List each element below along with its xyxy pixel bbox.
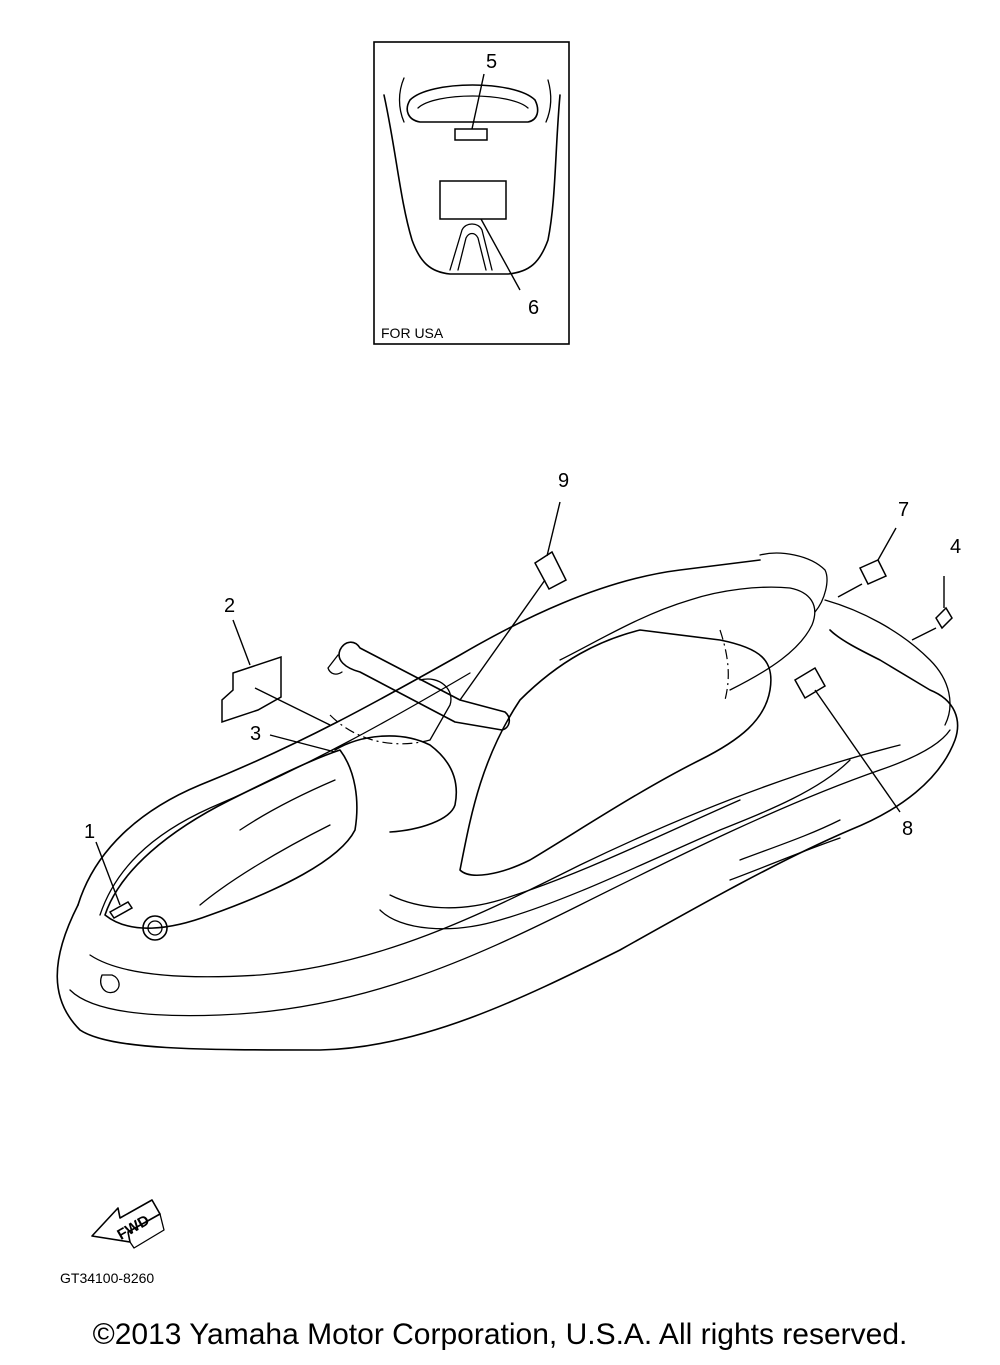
strake-2 (729, 837, 841, 881)
callout-2: 2 (224, 595, 235, 617)
fuel-cap-inner (147, 920, 163, 936)
footwell (379, 759, 851, 930)
leader-9 (546, 501, 561, 557)
inset-deck-outline (383, 94, 561, 275)
decal-2 (221, 655, 282, 724)
strake-1 (739, 819, 841, 861)
rear-platform (824, 599, 951, 726)
bow-eye (100, 974, 120, 994)
decal-9 (534, 550, 567, 591)
inset-decal-6 (439, 180, 507, 220)
leader-3 (269, 734, 336, 753)
rub-rail-1 (69, 729, 951, 1017)
callout-9: 9 (558, 470, 569, 492)
inset-rail-left (398, 77, 405, 123)
leader-2 (232, 619, 251, 666)
seat-back (759, 552, 828, 613)
inset-seat-back (406, 84, 539, 123)
diagram-code: GT34100-8260 (60, 1270, 154, 1286)
leader-4b (911, 627, 937, 641)
callout-1: 1 (84, 821, 95, 843)
decal-1 (108, 901, 134, 919)
callout-7: 7 (898, 499, 909, 521)
rub-rail-2 (89, 744, 901, 978)
callout-4: 4 (950, 536, 961, 558)
callout-3: 3 (250, 723, 261, 745)
leader-2b (254, 687, 331, 726)
footwell-inner (389, 799, 741, 909)
hood-crease-1 (199, 824, 331, 906)
copyright-notice: ©2013 Yamaha Motor Corporation, U.S.A. A… (92, 1318, 908, 1351)
fuel-cap (142, 915, 168, 941)
leader-5 (471, 73, 485, 130)
leader-8 (814, 689, 901, 813)
bow-hood (104, 749, 358, 929)
seat (459, 629, 772, 876)
decals: 1 2 3 4 7 8 9 (84, 470, 961, 919)
inset-seat-inner (417, 95, 529, 109)
callout-5: 5 (486, 51, 497, 73)
watercraft-illustration (56, 552, 959, 1051)
hull-outline (56, 629, 959, 1051)
deck-edge-inner (99, 672, 471, 916)
leader-1 (95, 841, 121, 906)
fwd-arrow-outline (91, 1199, 161, 1243)
inset-panel: 5 6 FOR USA (373, 41, 570, 345)
deck-edge (77, 559, 761, 906)
hood-crease-2 (239, 779, 336, 831)
callout-8: 8 (902, 818, 913, 840)
hidden-line-2 (719, 629, 729, 701)
leader-6 (480, 218, 521, 291)
leader-7 (877, 527, 897, 561)
decal-4 (935, 606, 953, 630)
callout-6: 6 (528, 297, 539, 319)
fwd-arrow-icon: FWD (91, 1199, 165, 1249)
fwd-arrow-depth (129, 1213, 165, 1249)
inset-label: FOR USA (381, 325, 444, 341)
leader-9b (459, 579, 546, 701)
handlebar (338, 641, 511, 731)
decal-7 (858, 559, 888, 585)
steering-column (334, 735, 457, 833)
inset-decal-5 (454, 128, 488, 141)
handle-pad (419, 678, 452, 741)
inset-rail-right (545, 79, 552, 123)
seat-top (559, 586, 816, 691)
handlebar-grip-left (327, 654, 343, 675)
leader-7b (837, 583, 863, 598)
inset-tow-hook (449, 223, 493, 271)
decal-8 (793, 666, 827, 700)
